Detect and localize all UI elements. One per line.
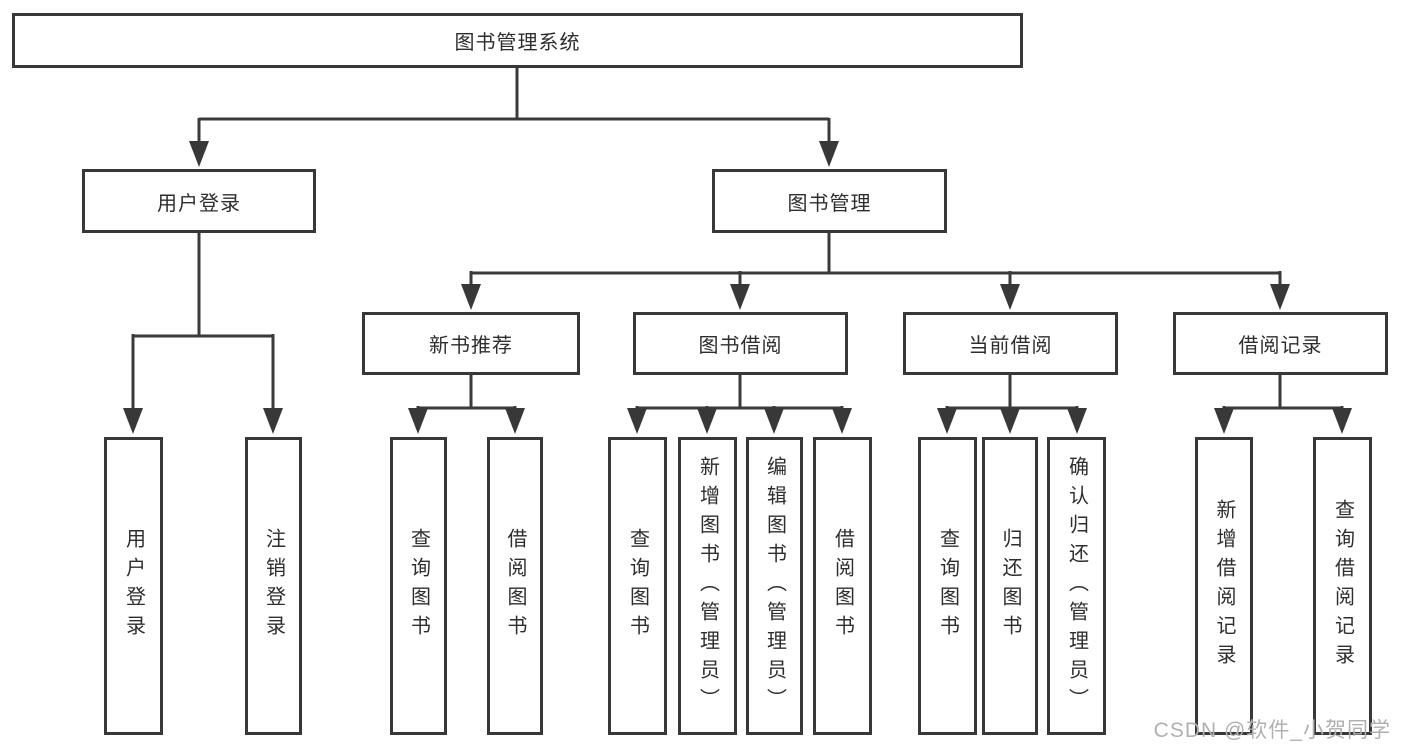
leaf-return-books-label: 归还图书 (999, 528, 1021, 644)
leaf-confirm-return-admin-label: 确认归还（管理员） (1065, 455, 1088, 717)
leaf-add-book-admin-label: 新增图书（管理员） (696, 455, 719, 717)
leaf-logout: 注销登录 (245, 437, 302, 735)
leaf-borrow-books-recommend-label: 借阅图书 (504, 528, 526, 644)
node-new-book-recommendation: 新书推荐 (362, 312, 580, 375)
leaf-borrow-books-borrowing-label: 借阅图书 (831, 528, 854, 644)
leaf-return-books: 归还图书 (982, 437, 1038, 735)
node-borrowing-records: 借阅记录 (1173, 312, 1388, 375)
leaf-user-login-label: 用户登录 (122, 528, 145, 644)
leaf-logout-label: 注销登录 (262, 528, 285, 644)
node-book-management: 图书管理 (712, 169, 947, 233)
node-library-management-system: 图书管理系统 (12, 13, 1023, 68)
node-user-login: 用户登录 (82, 169, 316, 233)
leaf-query-books-recommend-label: 查询图书 (407, 528, 430, 644)
leaf-edit-book-admin: 编辑图书（管理员） (746, 437, 803, 735)
node-book-borrowing: 图书借阅 (633, 312, 848, 375)
leaf-query-books-borrowing: 查询图书 (608, 437, 667, 735)
leaf-query-books-borrowing-label: 查询图书 (626, 528, 649, 644)
leaf-borrow-books-borrowing: 借阅图书 (813, 437, 872, 735)
leaf-add-book-admin: 新增图书（管理员） (678, 437, 737, 735)
arrowheads (123, 141, 1352, 434)
leaf-edit-book-admin-label: 编辑图书（管理员） (763, 455, 786, 717)
leaf-borrow-books-recommend: 借阅图书 (487, 437, 543, 735)
leaf-add-borrow-record: 新增借阅记录 (1195, 437, 1253, 735)
leaf-query-borrow-record-label: 查询借阅记录 (1331, 499, 1354, 673)
leaf-query-books-recommend: 查询图书 (390, 437, 447, 735)
leaf-add-borrow-record-label: 新增借阅记录 (1213, 499, 1235, 673)
leaf-query-borrow-record: 查询借阅记录 (1313, 437, 1372, 735)
node-current-borrowing: 当前借阅 (903, 312, 1118, 375)
leaf-confirm-return-admin: 确认归还（管理员） (1047, 437, 1106, 735)
leaf-query-books-current: 查询图书 (918, 437, 977, 735)
leaf-user-login: 用户登录 (104, 437, 163, 735)
leaf-query-books-current-label: 查询图书 (936, 528, 959, 644)
